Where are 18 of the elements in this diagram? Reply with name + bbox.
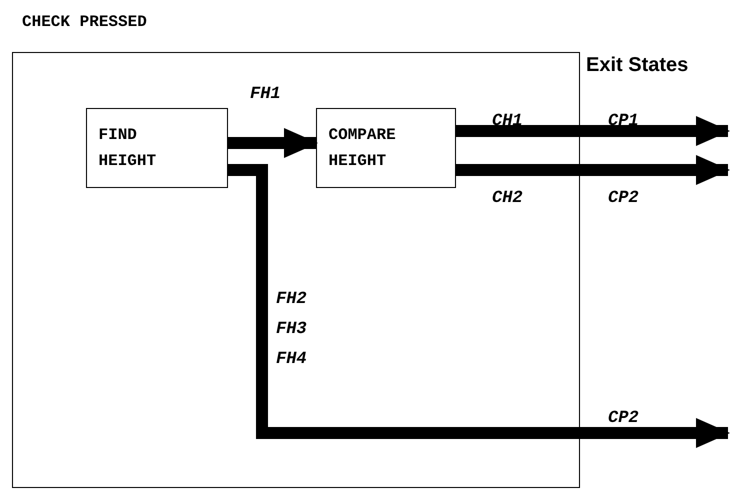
process-box: [86, 108, 228, 188]
frame-box: [12, 52, 580, 488]
arrow: [456, 155, 730, 185]
box-text: COMPARE HEIGHT: [328, 124, 397, 172]
arrow: [456, 116, 730, 146]
section-heading: Exit States: [586, 53, 688, 78]
box-text: FIND HEIGHT: [98, 124, 158, 172]
edge-label: FH1: [250, 84, 282, 106]
edge-label: CH2: [492, 188, 524, 210]
exit-state-label: CP2: [608, 188, 639, 210]
edge-label: CH1: [492, 111, 524, 133]
exit-state-label: CP2: [608, 408, 639, 430]
diagram-title: CHECK PRESSED: [22, 12, 147, 33]
edge-label: FH2 FH3 FH4: [276, 289, 308, 371]
arrow: [228, 128, 318, 158]
process-box: [316, 108, 456, 188]
exit-state-label: CP1: [608, 111, 639, 133]
arrow: [228, 164, 730, 448]
